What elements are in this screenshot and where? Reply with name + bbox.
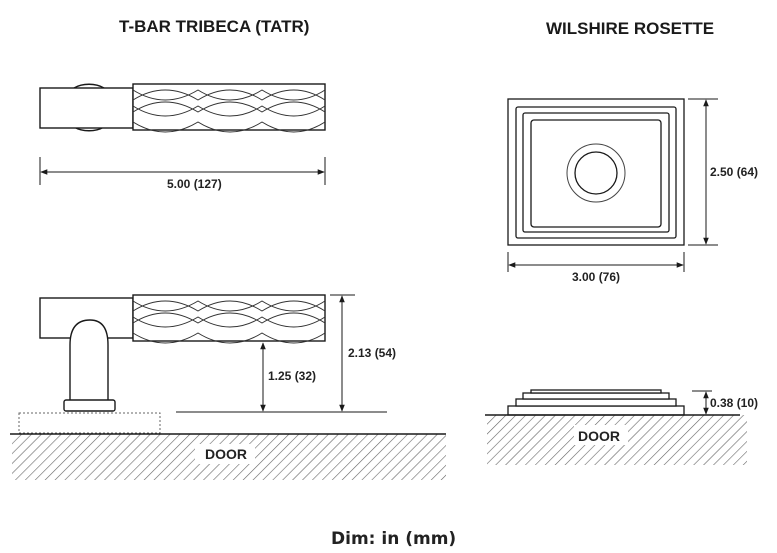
rosette-dimension-lines [507,98,718,272]
door-label-left: DOOR [205,446,247,462]
rosette-side-view [507,389,685,416]
door-left [10,433,446,480]
tbar-side-view [39,294,326,412]
thickness-dimension-line [692,390,712,415]
rosette-front-view [507,98,685,246]
tbar-dimension-lines [176,294,387,413]
tbar-title: T-BAR TRIBECA (TATR) [119,17,310,36]
units-label: Dim: in (mm) [331,529,457,549]
length-label: 5.00 (127) [167,177,222,191]
clearance-label: 1.25 (32) [268,369,317,383]
rosette-outline-dotted [18,412,161,434]
door-right [485,414,747,465]
rosette-height-label: 2.50 (64) [710,165,759,179]
rosette-title: WILSHIRE ROSETTE [546,19,715,38]
rosette-thickness-label: 0.38 (10) [710,396,759,410]
rosette-width-label: 3.00 (76) [572,270,621,284]
door-label-right: DOOR [578,428,620,444]
tbar-top-view [39,83,326,133]
length-dimension-line [39,157,326,185]
projection-label: 2.13 (54) [348,346,397,360]
